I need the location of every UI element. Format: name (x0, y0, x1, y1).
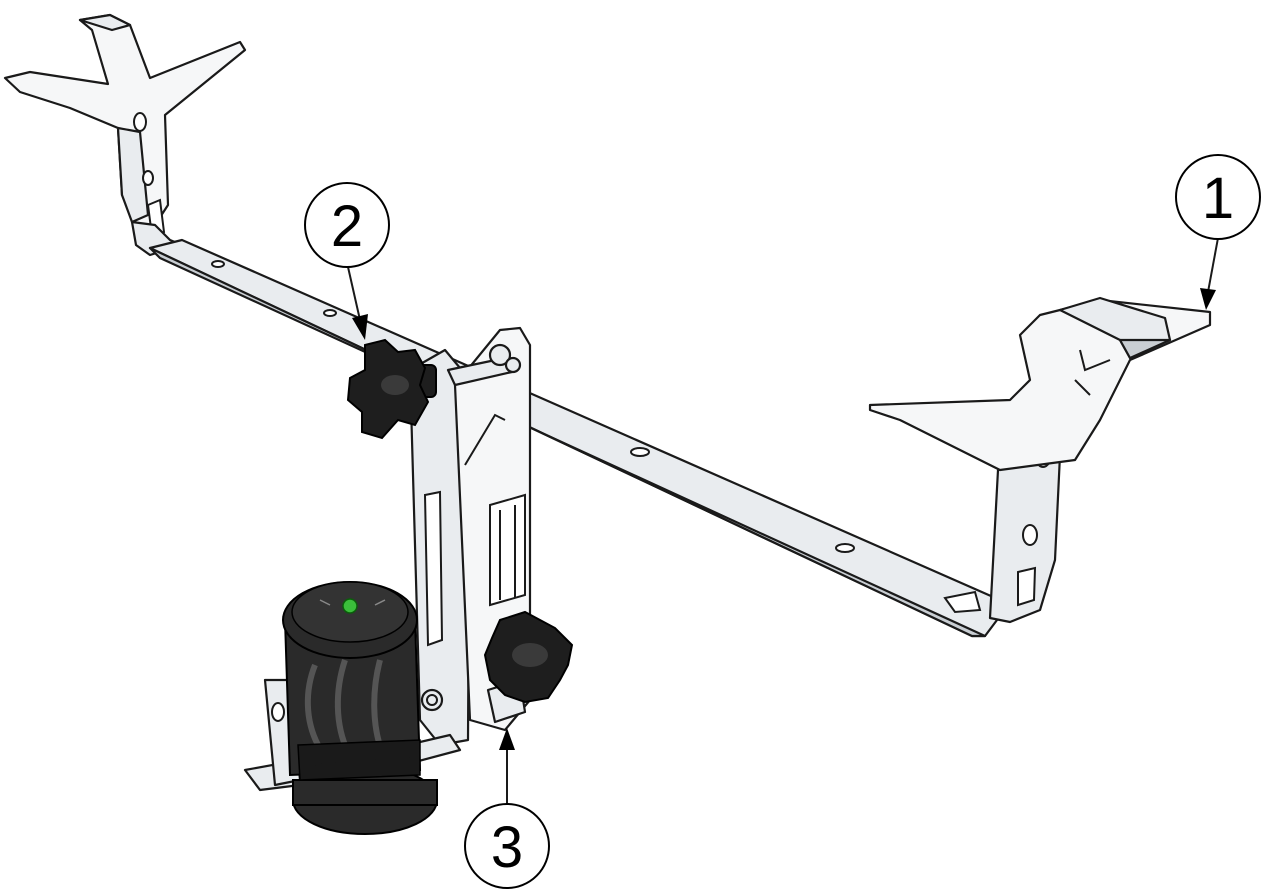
left-hook-bracket (3, 13, 247, 257)
locking-knob-upper (346, 338, 437, 440)
main-arm (148, 238, 1002, 638)
callout-1: 1 (1175, 154, 1261, 310)
callout-1-label: 1 (1202, 166, 1234, 231)
callout-3-label: 3 (491, 815, 523, 880)
green-indicator-icon (342, 598, 358, 614)
callout-2-label: 2 (331, 194, 363, 259)
callout-3: 3 (464, 728, 550, 889)
locking-knob-lower (483, 610, 574, 724)
right-hook-bracket (868, 296, 1212, 624)
callout-2: 2 (304, 182, 390, 340)
cylinder-unit (282, 581, 438, 835)
